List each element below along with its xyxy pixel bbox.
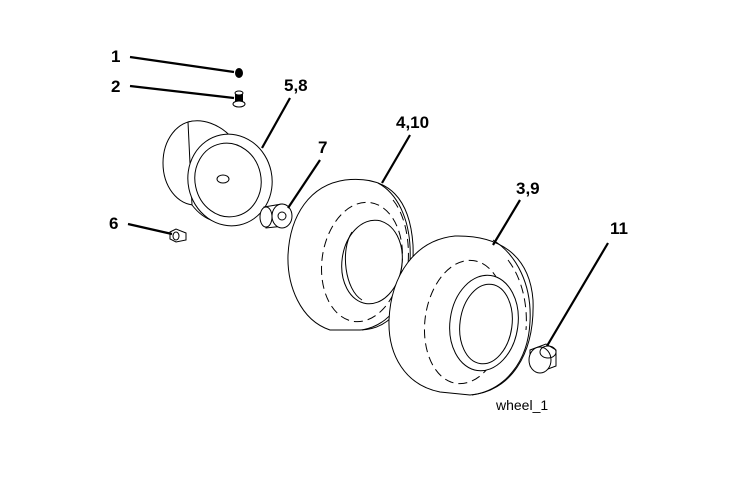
callout-1: 1 [111, 47, 120, 66]
leader-line-5-8 [261, 97, 291, 149]
callout-11: 11 [610, 219, 628, 238]
front-tire [287, 178, 414, 331]
callout-5-8: 5,8 [284, 76, 308, 95]
leader-line-7 [287, 159, 321, 209]
callout-6: 6 [109, 214, 118, 233]
leader-line-1 [129, 55, 235, 74]
leader-line-2 [129, 84, 235, 100]
bushing [259, 203, 293, 229]
leader-line-3-9 [492, 199, 521, 246]
callout-3-9: 3,9 [516, 179, 540, 198]
leader-line-4-10 [381, 134, 411, 184]
callout-7: 7 [318, 138, 327, 157]
wheel-rim [162, 120, 273, 227]
callout-4-10: 4,10 [396, 113, 429, 132]
callout-2: 2 [111, 77, 120, 96]
leader-line-11 [546, 242, 609, 347]
hub-cap [528, 343, 557, 374]
rear-tire [388, 235, 534, 396]
valve-stem [232, 90, 246, 108]
valve-cap [235, 68, 243, 78]
grease-fitting [169, 228, 187, 243]
diagram-caption: wheel_1 [495, 397, 548, 413]
leader-line-6 [127, 222, 173, 236]
